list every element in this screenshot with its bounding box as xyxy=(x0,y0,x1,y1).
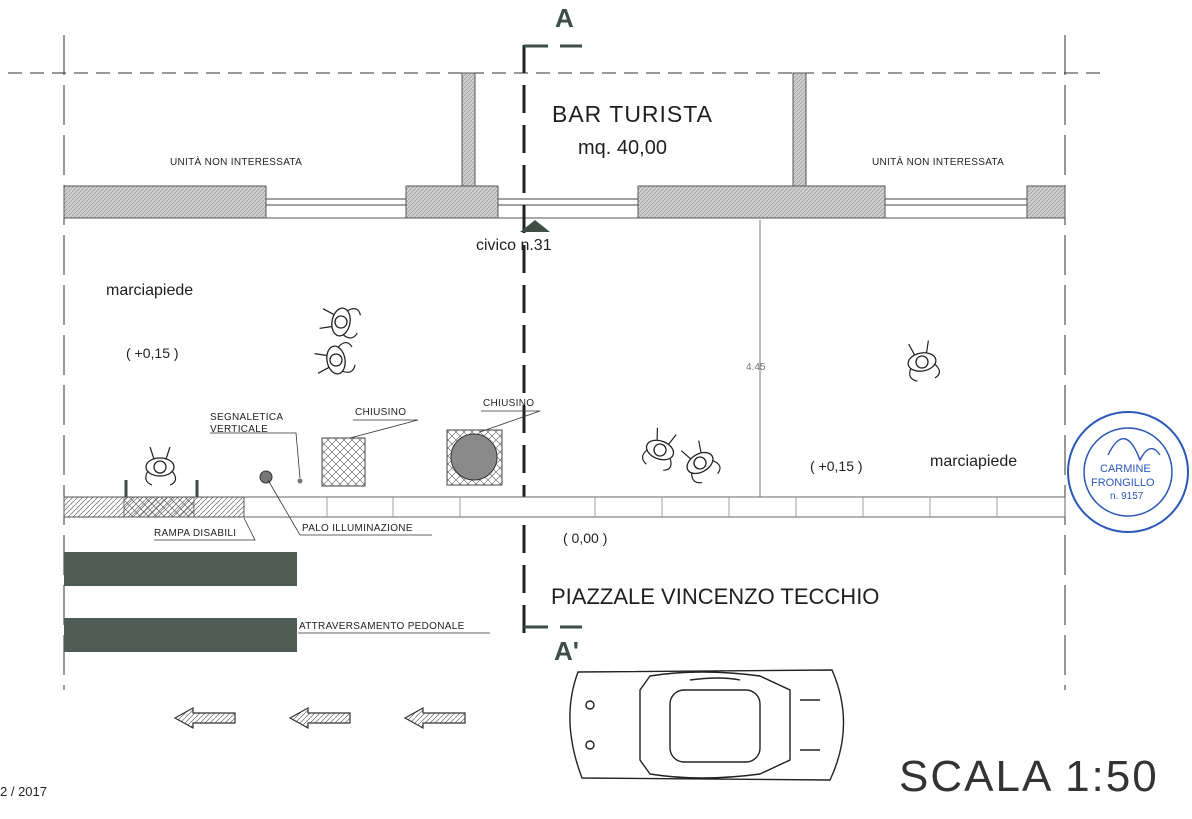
facade-wall xyxy=(637,185,886,219)
pedestrian-icon xyxy=(639,425,683,473)
facade-wall xyxy=(405,185,499,219)
unit-label-left: UNITÀ NON INTERESSATA xyxy=(170,157,303,168)
lamp-label: PALO ILLUMINAZIONE xyxy=(302,523,413,534)
arrow-left-icon xyxy=(404,707,466,729)
dimension-value: 4.45 xyxy=(746,362,766,373)
partition-wall-left xyxy=(461,72,476,187)
shop-name: BAR TURISTA xyxy=(552,101,713,127)
manhole-square xyxy=(321,437,366,487)
manhole-label: CHIUSINO xyxy=(355,407,407,418)
stamp-line: n. 9157 xyxy=(1110,491,1144,502)
partition-wall-right xyxy=(792,72,807,187)
pedestrian-icon xyxy=(318,302,363,340)
crossing-stripe xyxy=(64,618,297,652)
stamp-line: CARMINE xyxy=(1100,463,1151,475)
section-label-top: A xyxy=(555,3,574,33)
sidewalk-label: marciapiede xyxy=(930,453,1018,470)
stamp-line: FRONGILLO xyxy=(1091,477,1155,489)
car-icon xyxy=(569,669,845,781)
civic-number: civico n.31 xyxy=(476,237,552,254)
pedestrian-icon xyxy=(903,338,942,383)
scale-label: SCALA 1:50 xyxy=(899,752,1159,801)
ramp-label: RAMPA DISABILI xyxy=(154,528,237,539)
facade-wall xyxy=(63,185,267,219)
arrow-left-icon xyxy=(174,707,236,729)
pedestrian-icon xyxy=(312,340,357,379)
lamp-icon xyxy=(259,470,273,484)
manhole-round xyxy=(450,433,498,481)
pedestrian-icon xyxy=(677,437,724,487)
entrance-marker-icon xyxy=(520,220,550,232)
level-label: ( 0,00 ) xyxy=(563,530,608,546)
square-name: PIAZZALE VINCENZO TECCHIO xyxy=(551,584,880,609)
manhole-label: CHIUSINO xyxy=(483,398,535,409)
level-label: ( +0,15 ) xyxy=(810,458,863,474)
crossing-stripe xyxy=(64,552,297,586)
signage-label: SEGNALETICA VERTICALE xyxy=(210,412,284,435)
sign-post-icon xyxy=(297,478,303,484)
unit-label-right: UNITÀ NON INTERESSATA xyxy=(872,157,1005,168)
arrow-left-icon xyxy=(289,707,351,729)
facade-wall xyxy=(1026,185,1066,219)
shop-area: mq. 40,00 xyxy=(578,137,667,159)
sidewalk-label: marciapiede xyxy=(106,282,194,299)
section-label-bottom: A' xyxy=(554,636,579,666)
date-label: 2 / 2017 xyxy=(0,784,47,799)
crossing-label: ATTRAVERSAMENTO PEDONALE xyxy=(299,621,465,632)
architect-stamp xyxy=(1067,411,1189,533)
pedestrian-icon xyxy=(145,446,177,486)
level-label: ( +0,15 ) xyxy=(126,345,179,361)
